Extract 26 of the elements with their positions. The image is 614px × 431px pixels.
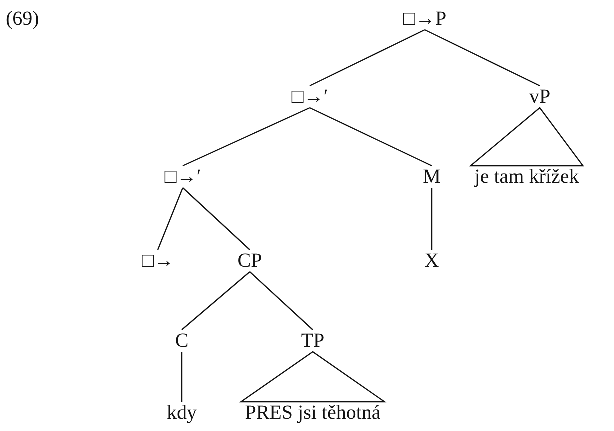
tree-node-label: PRES jsi těhotná (245, 402, 381, 424)
tree-node-label: □→′ (292, 86, 328, 108)
tree-node-label: M (423, 166, 441, 188)
tree-node-label: X (424, 250, 440, 272)
tree-branch (157, 188, 184, 250)
tree-triangle (239, 351, 387, 403)
tree-branch (310, 107, 432, 167)
tree-branch (182, 107, 310, 167)
tree-branch (181, 352, 183, 402)
tree-node-label: C (175, 330, 189, 352)
tree-node-label: □→ (142, 250, 174, 272)
tree-branch (182, 188, 250, 250)
tree-triangle (469, 107, 584, 167)
tree-node-label: kdy (167, 402, 197, 424)
example-number: (69) (6, 8, 40, 30)
tree-branch (310, 29, 426, 87)
tree-node-label: vP (529, 86, 551, 108)
tree-node-label: □→′ (164, 166, 202, 188)
tree-node-label: TP (301, 330, 325, 352)
tree-branch (431, 188, 433, 250)
tree-branch (250, 272, 314, 330)
tree-node-label: CP (238, 250, 262, 272)
tree-branch (424, 29, 540, 87)
tree-node-label: je tam křížek (474, 166, 580, 188)
tree-branch (182, 272, 250, 330)
tree-node-label: □→P (403, 8, 447, 30)
